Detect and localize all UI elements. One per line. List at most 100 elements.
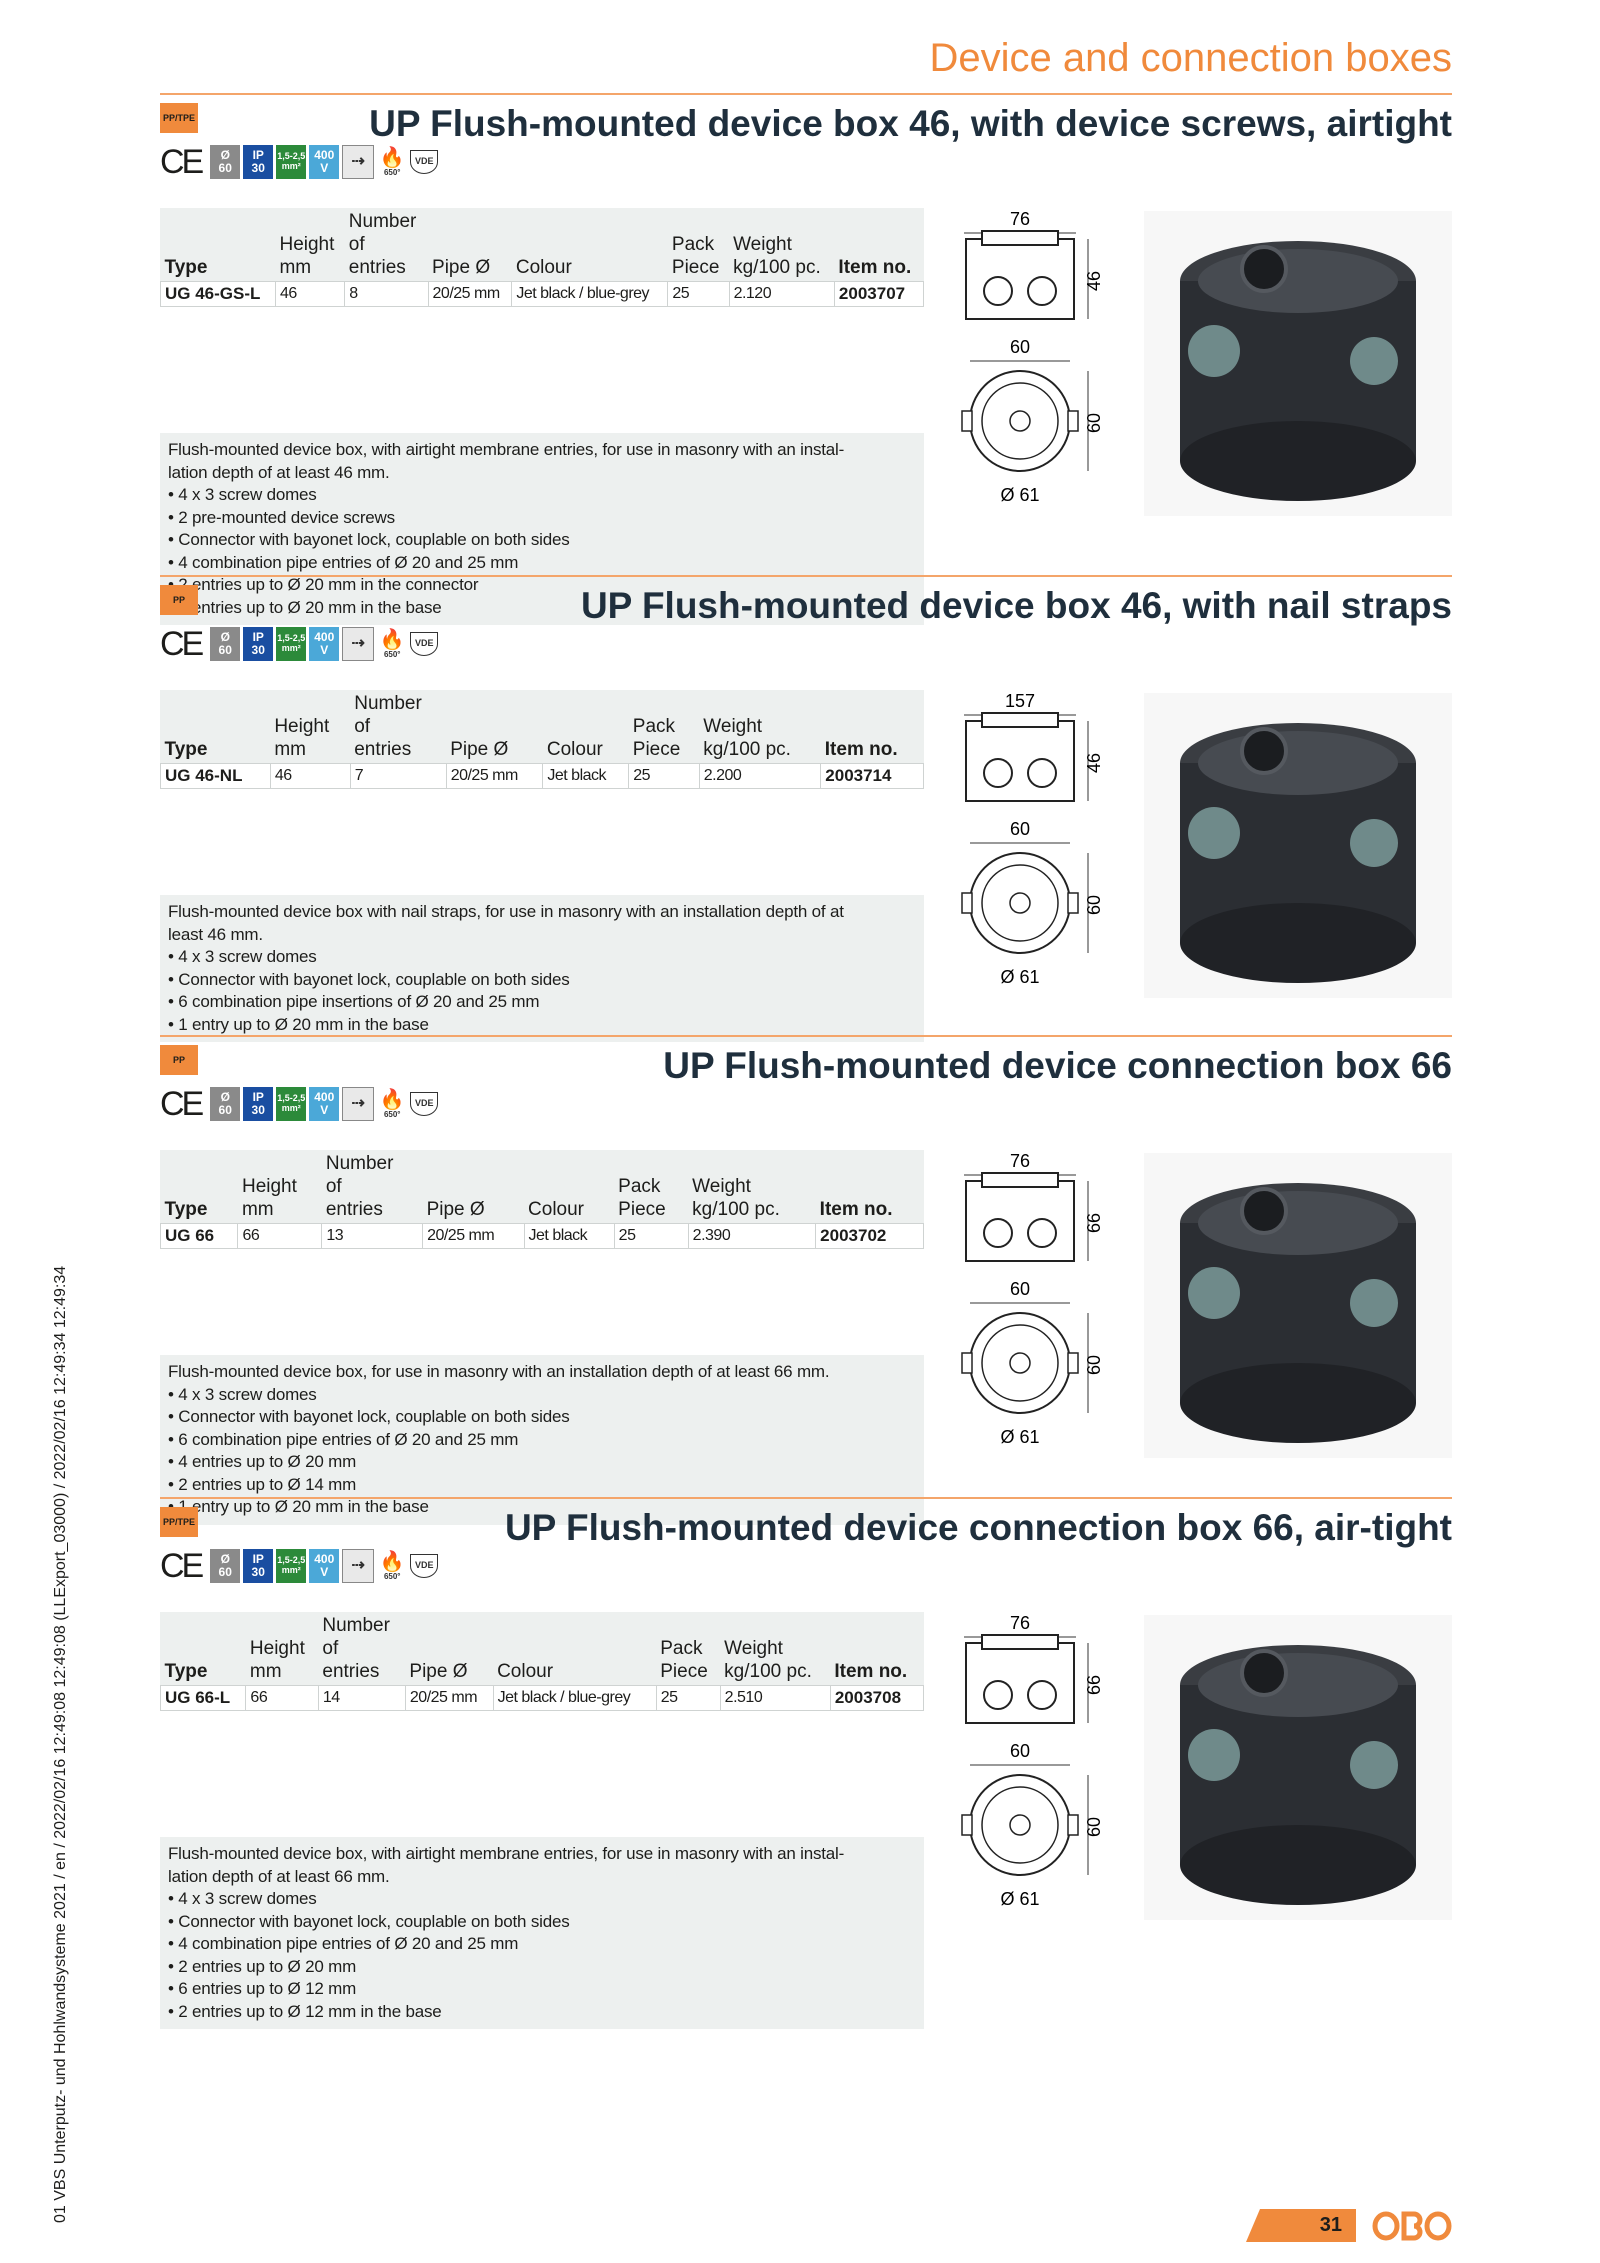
description-line: • 2 entries up to Ø 20 mm in the connect…: [168, 575, 479, 594]
product-photo: [1144, 1615, 1452, 1920]
description-line: • 2 entries up to Ø 20 mm: [168, 1956, 357, 1976]
page-number: 31: [1246, 2209, 1356, 2242]
dim-height: 66: [1084, 1213, 1104, 1233]
col-pipe: Pipe Ø: [409, 1661, 468, 1682]
description-line: • 2 entries up to Ø 14 mm: [168, 1474, 357, 1494]
product-photo: [1144, 693, 1452, 998]
cell-item: 2003707: [833, 281, 925, 307]
col-colour: Colour: [528, 1199, 585, 1220]
cell-pack: 25: [655, 1685, 721, 1711]
ce-mark-icon: CE: [160, 625, 204, 663]
obo-logo: [1372, 2211, 1452, 2241]
fire-resistance-icon: 🔥650°: [377, 627, 408, 661]
col-pipe: Pipe Ø: [432, 257, 491, 278]
cell-type: UG 46-NL: [160, 763, 271, 789]
dim-height: 46: [1084, 271, 1104, 291]
table-row: UG 46-GS-L 46 8 20/25 mm Jet black / blu…: [160, 281, 925, 307]
material-badge: PP: [160, 1045, 198, 1075]
page-title: Device and connection boxes: [929, 36, 1452, 80]
cell-item: 2003708: [829, 1685, 925, 1711]
product-photo: [1144, 211, 1452, 516]
cell-type: UG 46-GS-L: [160, 281, 276, 307]
dim-width: 76: [1010, 1153, 1030, 1171]
cell-colour: Jet black / blue-grey: [492, 1685, 657, 1711]
product-title: UP Flush-mounted device connection box 6…: [663, 1045, 1452, 1086]
description-line: • 4 entries up to Ø 20 mm: [168, 1452, 357, 1471]
cell-height: 66: [245, 1685, 319, 1711]
vde-mark-icon: VDE: [410, 150, 439, 174]
description-line: Flush-mounted device box, with airtight …: [168, 1844, 845, 1863]
cell-type: UG 66-L: [159, 1685, 247, 1711]
cell-height: 46: [269, 763, 351, 789]
cell-weight: 2.390: [687, 1223, 817, 1249]
description-line: Flush-mounted device box with nail strap…: [168, 902, 844, 921]
wiring-icon: ⇢: [342, 1087, 375, 1121]
dim-height: 66: [1084, 1675, 1104, 1695]
section-divider: [160, 575, 1452, 577]
product-title: UP Flush-mounted device box 46, with dev…: [369, 103, 1452, 144]
description-line: • 4 x 3 screw domes: [168, 1384, 317, 1404]
cell-pipe: 20/25 mm: [404, 1685, 494, 1711]
description-line: • 1 entry up to Ø 20 mm in the base: [168, 1497, 429, 1516]
col-type: Type: [164, 1199, 208, 1220]
vde-mark-icon: VDE: [410, 632, 439, 656]
vde-mark-icon: VDE: [410, 1092, 439, 1116]
description-line: • 4 x 3 screw domes: [168, 1889, 317, 1908]
dim-diameter: Ø 61: [1000, 1889, 1039, 1909]
dim-top: 60: [1010, 819, 1030, 839]
footer-side-text: 01 VBS Unterputz- und Hohlwandsysteme 20…: [52, 1265, 69, 2223]
product-description: Flush-mounted device box, with airtight …: [160, 1837, 924, 2029]
description-line: • Connector with bayonet lock, couplable…: [168, 1911, 570, 1931]
description-line: • Connector with bayonet lock, couplable…: [168, 530, 570, 549]
cell-pack: 25: [628, 763, 700, 789]
material-badge: PP: [160, 585, 198, 615]
cell-pipe: 20/25 mm: [427, 281, 513, 307]
product-photo: [1144, 1153, 1452, 1458]
col-item: Item no.: [838, 257, 912, 278]
col-colour: Colour: [546, 739, 603, 760]
cell-weight: 2.510: [719, 1685, 831, 1711]
cell-item: 2003702: [815, 1223, 924, 1249]
dim-side: 60: [1084, 1817, 1104, 1837]
description-line: • 6 combination pipe insertions of Ø 20 …: [168, 992, 540, 1011]
wiring-icon: ⇢: [342, 627, 375, 661]
cell-colour: Jet black: [542, 763, 630, 789]
description-line: least 46 mm.: [168, 924, 263, 944]
col-type: Type: [164, 257, 208, 278]
dim-diameter: Ø 61: [1000, 1427, 1039, 1447]
table-row: UG 66 66 13 20/25 mm Jet black 25 2.390 …: [159, 1223, 924, 1249]
description-line: Flush-mounted device box, for use in mas…: [168, 1362, 830, 1381]
cell-type: UG 66: [159, 1223, 239, 1249]
dim-side: 60: [1084, 895, 1104, 915]
col-type: Type: [164, 739, 208, 760]
col-type: Type: [164, 1661, 208, 1682]
col-pipe: Pipe Ø: [450, 739, 509, 760]
dim-side: 60: [1084, 1355, 1104, 1375]
description-line: • 2 entries up to Ø 12 mm in the base: [168, 2001, 442, 2021]
description-line: • 6 entries up to Ø 12 mm: [168, 1979, 357, 1998]
description-line: • Connector with bayonet lock, couplable…: [168, 969, 570, 989]
col-pipe: Pipe Ø: [426, 1199, 485, 1220]
description-line: • 4 combination pipe entries of Ø 20 and…: [168, 1934, 519, 1953]
cell-entries: 13: [321, 1223, 424, 1249]
col-colour: Colour: [515, 257, 572, 278]
fire-resistance-icon: 🔥650°: [377, 1549, 408, 1583]
